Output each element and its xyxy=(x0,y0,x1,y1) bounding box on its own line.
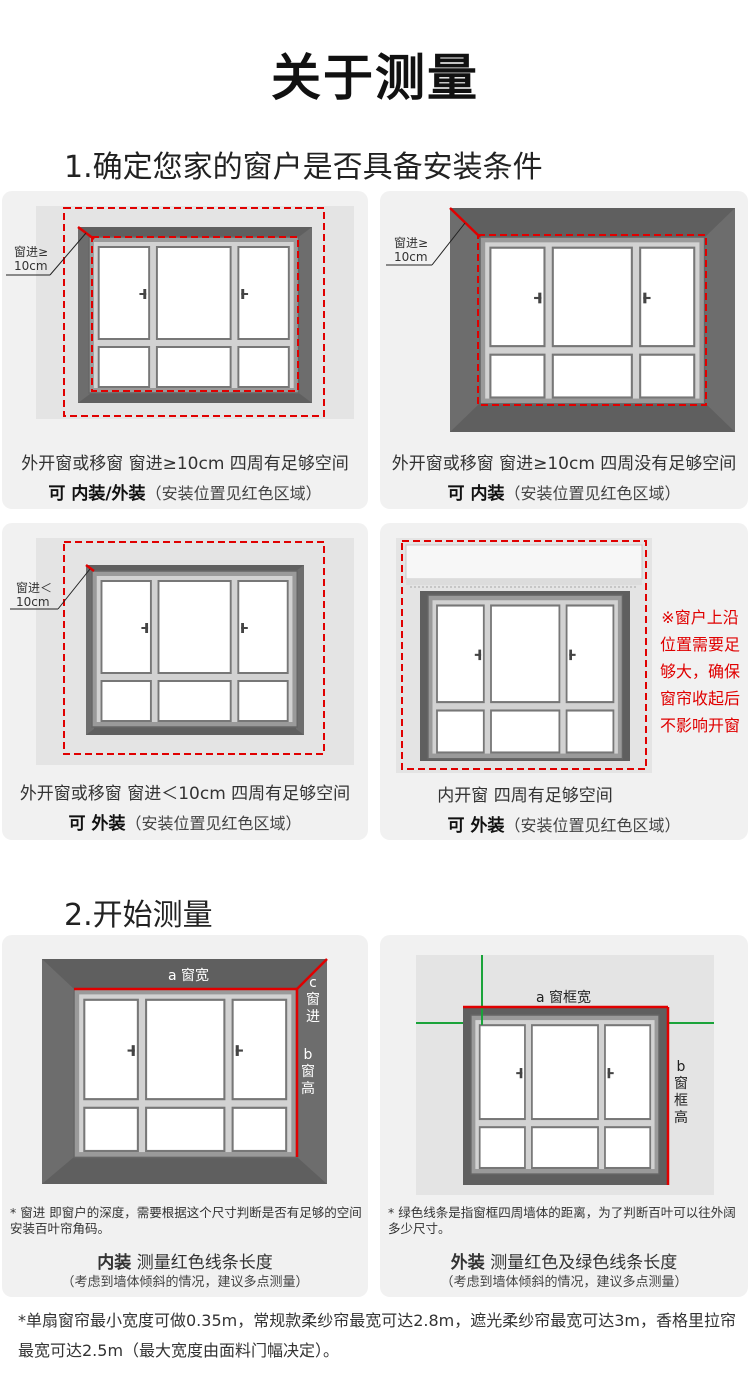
verdict-strong: 可 外装 xyxy=(447,816,505,836)
warning-line: 位置需要足 xyxy=(659,635,740,654)
label-char: 窗 xyxy=(301,1064,315,1080)
illustration-window-no-space xyxy=(386,207,735,432)
label-char: 进 xyxy=(306,1009,320,1025)
card-verdict: 可 外装（安装位置见红色区域） xyxy=(380,811,748,836)
warning-line: 窗帘收起后 xyxy=(659,689,740,708)
measure-title-rest: 测量红色及绿色线条长度 xyxy=(484,1253,678,1273)
card-inner-measure: a 窗宽 c 窗 进 b 窗 高 * 窗进 即窗户的深度，需要根据这个尺寸判断是… xyxy=(2,935,368,1297)
label-char: b xyxy=(676,1059,686,1075)
verdict-note: （安装位置见红色区域） xyxy=(504,484,681,503)
measure-title: 内装 测量红色线条长度 xyxy=(2,1248,368,1273)
label-char: 高 xyxy=(301,1081,315,1097)
recess-label-bottom: 10cm xyxy=(394,250,428,264)
verdict-strong: 可 内装 xyxy=(447,484,505,504)
card-caption: 外开窗或移窗 窗进＜10cm 四周有足够空间 xyxy=(19,784,351,804)
measure-title-strong: 内装 xyxy=(97,1253,132,1273)
warning-line: 不影响开窗 xyxy=(659,716,740,735)
recess-label-top: 窗进＜ xyxy=(16,581,53,595)
measure-title: 外装 测量红色及绿色线条长度 xyxy=(380,1248,748,1273)
illustration-window-deep-recess xyxy=(6,206,354,419)
illustration-inward-window xyxy=(396,538,652,773)
card-inward-opening: ※窗户上沿 位置需要足 够大，确保 窗帘收起后 不影响开窗 内开窗 四周有足够空… xyxy=(380,523,748,840)
warning-line: 够大，确保 xyxy=(659,662,740,681)
label-char: c xyxy=(309,975,317,991)
illustration-outer-measure xyxy=(416,955,714,1195)
label-char: 高 xyxy=(674,1110,688,1126)
green-line-note: * 绿色线条是指窗框四周墙体的距离，为了判断百叶可以往外阔多少尺寸。 xyxy=(388,1205,736,1236)
footer-note: *单扇窗帘最小宽度可做0.35m，常规款柔纱帘最宽可达2.8m，遮光柔纱帘最宽可… xyxy=(18,1311,737,1360)
measure-sub: （考虑到墙体倾斜的情况，建议多点测量） xyxy=(440,1275,688,1290)
card-inner-outer-mount: 窗进≥ 10cm 外开窗或移窗 窗进≥10cm 四周有足够空间 可 内装/外装（… xyxy=(2,191,368,509)
recess-label-bottom: 10cm xyxy=(14,259,48,273)
recess-label-top: 窗进≥ xyxy=(14,245,49,259)
label-char: 框 xyxy=(674,1093,688,1109)
verdict-strong: 可 内装/外装 xyxy=(48,484,146,504)
measure-title-strong: 外装 xyxy=(450,1253,485,1273)
card-caption: 外开窗或移窗 窗进≥10cm 四周有足够空间 xyxy=(21,454,349,474)
label-char: b xyxy=(303,1047,313,1063)
card-outer-measure: a 窗框宽 b 窗 框 高 * 绿色线条是指窗框四周墙体的距离，为了判断百叶可以… xyxy=(380,935,748,1297)
depth-note: * 窗进 即窗户的深度，需要根据这个尺寸判断是否有足够的空间安装百叶帘角码。 xyxy=(10,1205,362,1236)
measure-title-rest: 测量红色线条长度 xyxy=(131,1253,273,1273)
warning-note: ※窗户上沿 位置需要足 够大，确保 窗帘收起后 不影响开窗 xyxy=(652,604,748,739)
recess-label-top: 窗进≥ xyxy=(394,236,429,250)
verdict-note: （安装位置见红色区域） xyxy=(125,814,302,833)
label-window-height: b 窗 高 xyxy=(299,1047,317,1098)
page-title: 关于测量 xyxy=(271,49,479,107)
section1-heading: 1.确定您家的窗户是否具备安装条件 xyxy=(64,150,543,185)
label-char: 窗 xyxy=(674,1076,688,1092)
verdict-strong: 可 外装 xyxy=(68,814,126,834)
card-caption: 外开窗或移窗 窗进≥10cm 四周没有足够空间 xyxy=(391,454,737,474)
recess-label-bottom: 10cm xyxy=(16,595,50,609)
label-char: 窗 xyxy=(306,992,320,1008)
card-inner-mount-only: 窗进≥ 10cm 外开窗或移窗 窗进≥10cm 四周没有足够空间 可 内装（安装… xyxy=(380,191,748,509)
label-window-width: a 窗宽 xyxy=(168,968,210,984)
card-outer-mount-shallow: 窗进＜ 10cm 外开窗或移窗 窗进＜10cm 四周有足够空间 可 外装（安装位… xyxy=(2,523,368,840)
label-window-depth: c 窗 进 xyxy=(304,975,322,1026)
measure-sub: （考虑到墙体倾斜的情况，建议多点测量） xyxy=(61,1275,309,1290)
card-verdict: 可 内装/外装（安装位置见红色区域） xyxy=(2,479,368,504)
card-verdict: 可 外装（安装位置见红色区域） xyxy=(2,809,368,834)
illustration-window-shallow-recess xyxy=(10,538,354,765)
verdict-note: （安装位置见红色区域） xyxy=(145,484,322,503)
label-frame-width: a 窗框宽 xyxy=(536,990,592,1006)
section2-heading: 2.开始测量 xyxy=(64,898,213,933)
label-frame-height: b 窗 框 高 xyxy=(672,1059,690,1127)
illustration-inner-measure xyxy=(42,958,328,1184)
card-caption: 内开窗 四周有足够空间 xyxy=(437,786,613,806)
card-verdict: 可 内装（安装位置见红色区域） xyxy=(380,479,748,504)
verdict-note: （安装位置见红色区域） xyxy=(504,816,681,835)
warning-line: ※窗户上沿 xyxy=(661,608,739,627)
